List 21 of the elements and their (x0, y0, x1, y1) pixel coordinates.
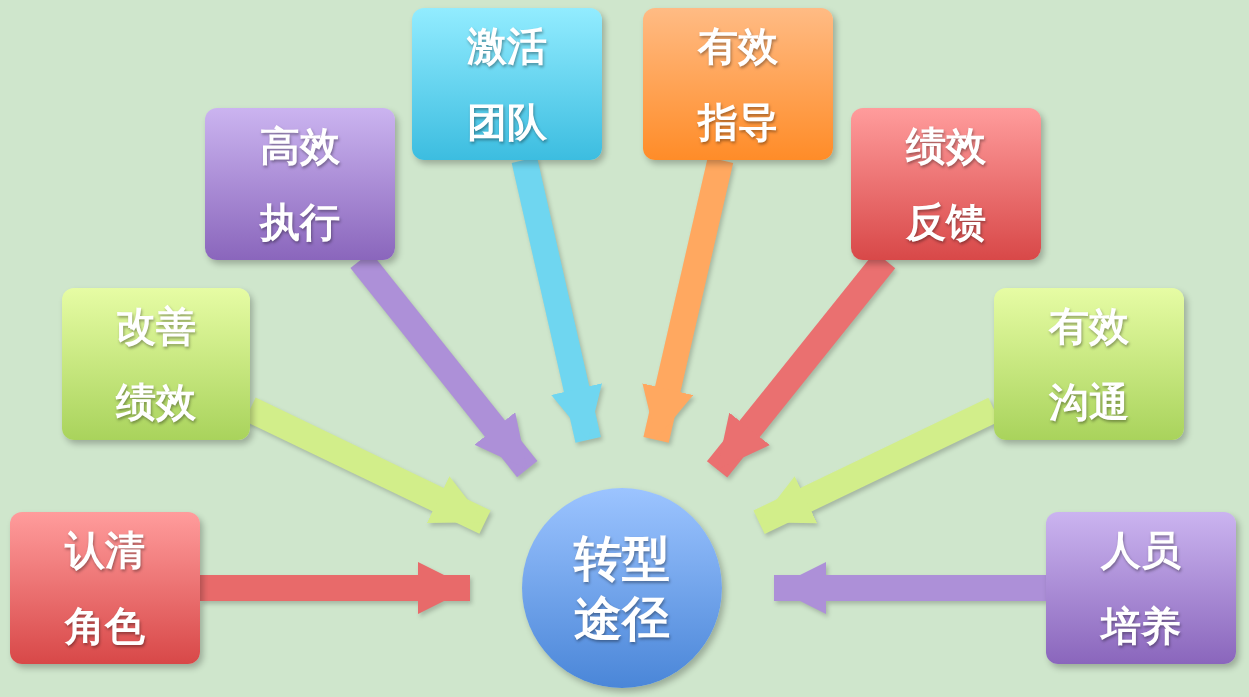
node-label: 改善绩效 (114, 302, 197, 427)
arrow (200, 562, 470, 614)
topic-box (851, 108, 1041, 260)
node-label: 转型途径 (572, 529, 671, 648)
node-label: 人员培养 (1099, 526, 1182, 651)
topic-box (994, 288, 1184, 440)
node-label: 绩效反馈 (904, 122, 987, 247)
topic-box (1046, 512, 1236, 664)
node-label: 高效执行 (258, 122, 341, 247)
topic-box (643, 8, 833, 160)
arrow (774, 562, 1046, 614)
node-label: 有效指导 (696, 22, 779, 147)
node-label: 激活团队 (466, 22, 548, 147)
topic-box (205, 108, 395, 260)
topic-box (10, 512, 200, 664)
arrow (642, 157, 734, 443)
node-label: 有效沟通 (1047, 302, 1130, 427)
topic-box (412, 8, 602, 160)
arrow (511, 157, 602, 443)
topic-box (62, 288, 250, 440)
node-label: 认清角色 (63, 526, 146, 651)
